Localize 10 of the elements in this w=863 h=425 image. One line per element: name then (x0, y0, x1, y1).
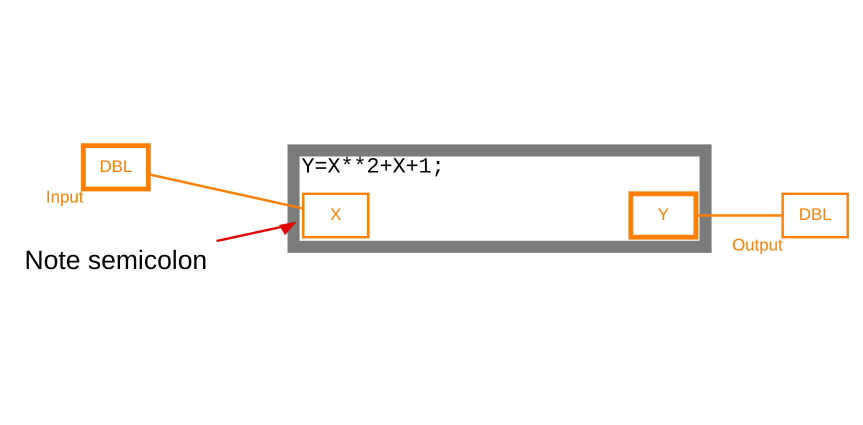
node-box: DBL (80, 143, 151, 192)
connector (148, 173, 304, 210)
node-box: DBL (781, 192, 849, 238)
node-box: Y (628, 191, 698, 240)
node-text: Note semicolon (24, 245, 208, 276)
node-label: Output (732, 236, 783, 255)
node-label: Input (46, 188, 84, 206)
arrow (216, 222, 297, 242)
node-box: X (302, 192, 370, 238)
connector (696, 214, 782, 217)
